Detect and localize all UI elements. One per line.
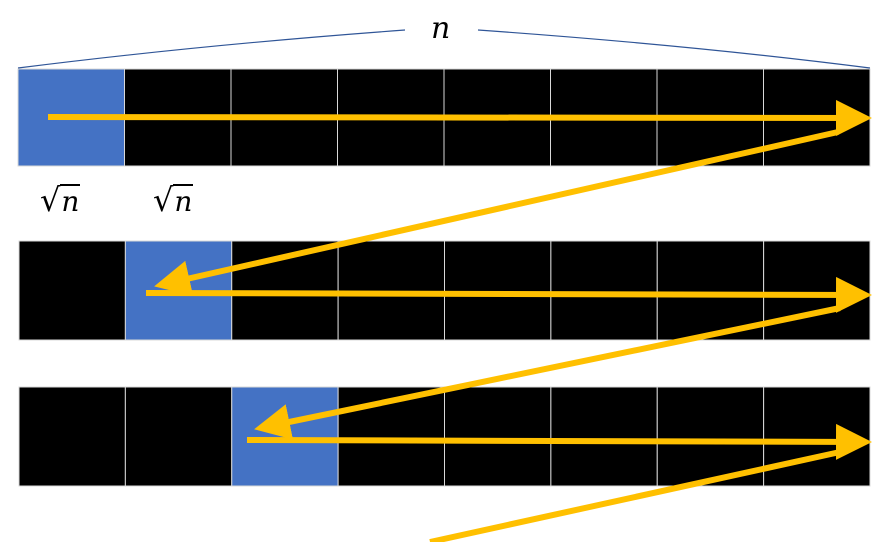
array-cell <box>763 386 871 487</box>
array-cell <box>124 386 233 487</box>
array-cell <box>656 240 765 341</box>
brace-left <box>17 29 406 69</box>
traversal-arrow-5 <box>246 423 872 460</box>
traversal-arrow-1 <box>47 99 872 136</box>
radical-symbol: √ <box>40 181 61 219</box>
block-size-label-2: √n <box>153 181 194 219</box>
array-cell <box>18 386 126 487</box>
array-cell <box>656 386 765 487</box>
highlighted-block <box>231 386 339 487</box>
array-cell <box>18 240 126 341</box>
array-cell <box>444 240 552 341</box>
traversal-arrows <box>47 99 872 545</box>
traversal-arrow-2 <box>154 129 839 296</box>
brace-right <box>477 29 871 69</box>
rows <box>17 68 871 487</box>
array-cell <box>763 240 871 341</box>
array-cell <box>444 386 552 487</box>
array-cell <box>550 386 658 487</box>
array-cell <box>337 240 445 341</box>
radical-symbol: √ <box>153 181 174 219</box>
traversal-arrow-6 <box>429 449 841 545</box>
traversal-arrow-4 <box>254 305 841 440</box>
total-size-label: n <box>431 11 451 46</box>
traversal-arrow-3 <box>145 276 872 313</box>
radicand: n <box>60 184 81 218</box>
radicand: n <box>173 184 194 218</box>
array-cell <box>550 240 658 341</box>
block-size-label-1: √n <box>40 181 81 219</box>
